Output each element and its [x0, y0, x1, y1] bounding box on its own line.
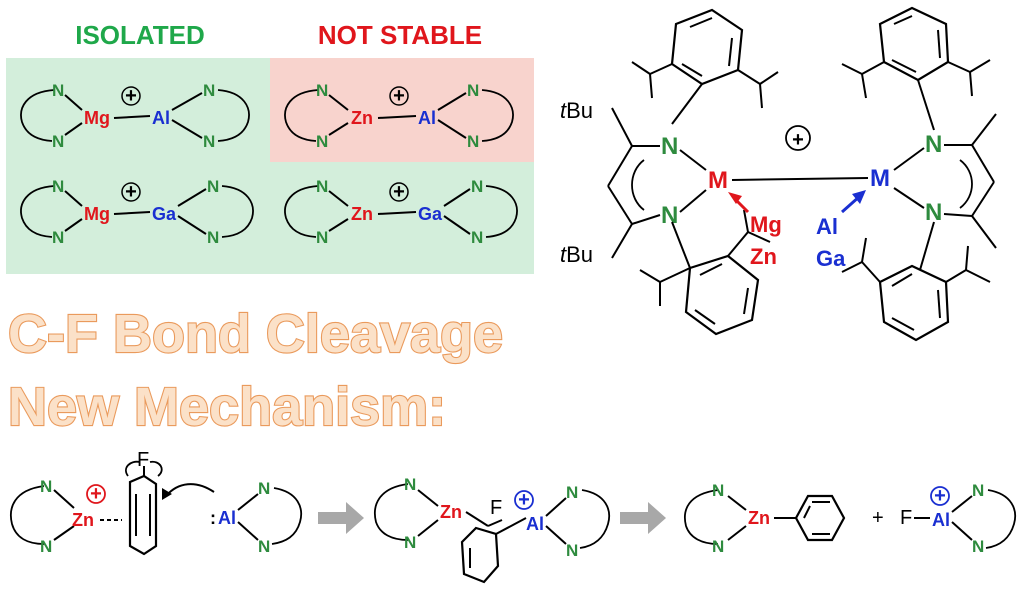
- metal-al: Al: [218, 508, 236, 528]
- svg-text:N: N: [925, 199, 942, 226]
- reaction-arrow-icon: [318, 502, 364, 534]
- svg-text:+: +: [125, 181, 137, 203]
- f-atom: F: [490, 497, 502, 519]
- mechanism-step-2: N N Zn F + Al N N: [374, 475, 610, 584]
- plus-charge-icon: [930, 486, 950, 506]
- left-metal-option-2: Zn: [750, 244, 777, 269]
- svg-text:N: N: [972, 537, 984, 556]
- svg-text:+: +: [934, 485, 946, 507]
- svg-text:N: N: [40, 477, 52, 496]
- svg-text:N: N: [316, 228, 328, 247]
- complex-mg-al: N N Mg + Al N N: [20, 81, 250, 151]
- title-line-1: C-F Bond Cleavage: [8, 304, 503, 364]
- svg-text:N: N: [52, 228, 64, 247]
- n-atom: N: [203, 81, 215, 100]
- svg-text:N: N: [661, 133, 678, 160]
- f-atom: F: [900, 507, 912, 529]
- plus-charge-icon: [514, 490, 534, 510]
- svg-text:+: +: [393, 181, 405, 203]
- left-metal-option-1: Mg: [750, 212, 782, 237]
- complex-zn-al: N N Zn + Al N N: [284, 81, 514, 151]
- f-atom: F: [137, 449, 149, 471]
- metal-al: Al: [418, 108, 436, 128]
- svg-text:N: N: [712, 481, 724, 500]
- metal-al: Al: [526, 514, 544, 534]
- svg-text:+: +: [90, 483, 102, 505]
- metal-m-left: M: [708, 167, 728, 194]
- svg-text:N: N: [207, 228, 219, 247]
- tbu-top: tBu: [560, 98, 593, 123]
- plus-charge-icon: [389, 182, 409, 202]
- plus-charge-icon: [121, 182, 141, 202]
- svg-text:N: N: [712, 537, 724, 556]
- metal-zn: Zn: [351, 204, 373, 224]
- svg-text:N: N: [40, 537, 52, 556]
- svg-text:N: N: [467, 81, 479, 100]
- metal-mg: Mg: [84, 204, 110, 224]
- box-bg-zn-ga: [270, 162, 534, 274]
- metal-zn: Zn: [72, 510, 94, 530]
- svg-text:N: N: [316, 177, 328, 196]
- box-bg-left: [6, 58, 270, 274]
- metal-al: Al: [152, 108, 170, 128]
- svg-text:N: N: [661, 202, 678, 229]
- right-metal-option-1: Al: [816, 214, 838, 239]
- box-bg-zn-al: [270, 58, 534, 162]
- svg-text:+: +: [518, 489, 530, 511]
- metal-zn: Zn: [440, 502, 462, 522]
- curved-arrow-icon: [165, 483, 215, 497]
- n-atom: N: [52, 81, 64, 100]
- svg-text:N: N: [404, 475, 416, 494]
- svg-text:+: +: [393, 85, 405, 107]
- metal-ga: Ga: [418, 204, 443, 224]
- svg-text:N: N: [404, 533, 416, 552]
- tbu-bottom: tBu: [560, 242, 593, 267]
- svg-text:N: N: [972, 481, 984, 500]
- plus-charge-icon: [785, 125, 811, 151]
- title-line-2: New Mechanism:: [8, 377, 446, 437]
- svg-text:N: N: [52, 177, 64, 196]
- complex-zn-ga: N N Zn + Ga N N: [284, 177, 518, 247]
- svg-text:N: N: [566, 541, 578, 560]
- n-atom: N: [203, 132, 215, 151]
- header-isolated: ISOLATED: [75, 20, 205, 50]
- svg-text:N: N: [925, 131, 942, 158]
- plus-charge-icon: [86, 484, 106, 504]
- svg-text:N: N: [471, 177, 483, 196]
- complex-mg-ga: N N Mg + Ga N N: [20, 177, 254, 247]
- plus-charge-icon: [121, 86, 141, 106]
- lone-pair: :: [210, 508, 216, 528]
- metal-m-right: M: [870, 165, 890, 192]
- svg-text:+: +: [125, 85, 137, 107]
- plus-sign: +: [872, 507, 884, 529]
- header-not-stable: NOT STABLE: [318, 20, 482, 50]
- svg-text:N: N: [316, 81, 328, 100]
- svg-text:N: N: [566, 483, 578, 502]
- svg-text:N: N: [467, 132, 479, 151]
- svg-text:N: N: [471, 228, 483, 247]
- right-metal-option-2: Ga: [816, 246, 846, 271]
- metal-ga: Ga: [152, 204, 177, 224]
- svg-text:N: N: [258, 479, 270, 498]
- metal-zn: Zn: [748, 508, 770, 528]
- mechanism-step-1: N N Zn + F : Al N N: [10, 449, 302, 556]
- mechanism-products: N N Zn + F + Al N N: [684, 481, 1016, 556]
- svg-text:+: +: [792, 129, 804, 151]
- heterobimetallic-structure: tBu tBu N N M + M N N: [560, 6, 997, 342]
- svg-text:N: N: [258, 537, 270, 556]
- metal-al: Al: [932, 510, 950, 530]
- reaction-arrow-icon: [620, 502, 666, 534]
- metal-zn: Zn: [351, 108, 373, 128]
- svg-text:N: N: [316, 132, 328, 151]
- plus-charge-icon: [389, 86, 409, 106]
- metal-mg: Mg: [84, 108, 110, 128]
- n-atom: N: [52, 132, 64, 151]
- svg-text:N: N: [207, 177, 219, 196]
